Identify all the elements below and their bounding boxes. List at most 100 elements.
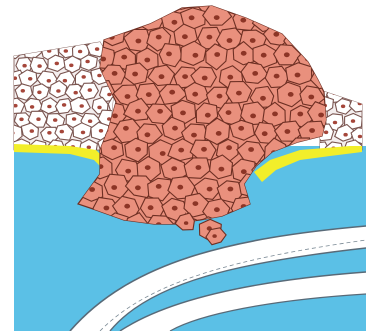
- cell-nucleus: [250, 0, 256, 3]
- cell-nucleus: [145, 132, 151, 137]
- cell-nucleus: [111, 145, 117, 150]
- cell-nucleus: [358, 135, 362, 139]
- cell-nucleus: [81, 131, 85, 135]
- cell-nucleus: [260, 96, 266, 101]
- cell-nucleus: [241, 51, 247, 56]
- cell-nucleus: [273, 32, 279, 37]
- cell-nucleus: [148, 205, 154, 210]
- cell-nucleus: [295, 73, 301, 78]
- cell-nucleus: [284, 52, 290, 57]
- cell-nucleus: [248, 147, 254, 152]
- cell-nucleus: [88, 88, 92, 92]
- cell-nucleus: [318, 113, 324, 118]
- cell-nucleus: [205, 113, 211, 118]
- cell-nucleus: [202, 76, 208, 81]
- cell-nucleus: [214, 52, 220, 57]
- cell-nucleus: [172, 126, 178, 131]
- cell-nucleus: [87, 32, 93, 37]
- cell-nucleus: [55, 62, 59, 66]
- cell-nucleus: [60, 130, 64, 134]
- cell-nucleus: [250, 114, 256, 119]
- cell-nucleus: [274, 74, 280, 79]
- cell-nucleus: [101, 16, 107, 21]
- cell-nucleus: [324, 131, 328, 135]
- cell-nucleus: [217, 94, 223, 99]
- tumor-cell: [307, 0, 333, 13]
- cell-nucleus: [99, 129, 103, 133]
- cell-nucleus: [30, 129, 34, 133]
- cell-nucleus: [37, 91, 41, 95]
- cell-nucleus: [196, 165, 202, 170]
- tumor-cell: [278, 5, 301, 28]
- cell-nucleus: [216, 131, 222, 136]
- cell-nucleus: [285, 129, 291, 134]
- cell-nucleus: [212, 234, 216, 238]
- cell-nucleus: [29, 48, 33, 52]
- cell-nucleus: [238, 126, 244, 131]
- cell-nucleus: [317, 1, 323, 6]
- cell-nucleus: [177, 185, 183, 190]
- cell-nucleus: [36, 117, 40, 121]
- tumor-cell: [286, 63, 312, 85]
- cell-nucleus: [228, 187, 234, 192]
- cell-nucleus: [95, 47, 99, 51]
- cell-nucleus: [47, 131, 51, 135]
- cell-nucleus: [21, 89, 25, 93]
- cell-nucleus: [104, 206, 110, 211]
- cell-nucleus: [191, 133, 197, 138]
- cell-nucleus: [294, 1, 300, 6]
- cell-nucleus: [126, 13, 132, 18]
- cell-nucleus: [351, 119, 355, 123]
- cell-nucleus: [250, 38, 256, 43]
- cell-nucleus: [85, 60, 89, 64]
- cell-nucleus: [135, 185, 141, 190]
- cell-nucleus: [201, 147, 207, 152]
- cell-nucleus: [320, 36, 326, 41]
- tumor-cell: [312, 28, 335, 52]
- tumor-cell: [104, 0, 126, 15]
- cell-nucleus: [37, 64, 41, 68]
- cell-nucleus: [87, 146, 91, 150]
- cell-nucleus: [62, 103, 66, 107]
- cell-nucleus: [112, 114, 118, 119]
- cell-nucleus: [274, 1, 280, 6]
- cell-nucleus: [19, 118, 23, 122]
- cell-nucleus: [132, 72, 138, 77]
- tumor-cell: [286, 0, 308, 13]
- cell-nucleus: [226, 145, 232, 150]
- cell-nucleus: [134, 0, 140, 4]
- cell-nucleus: [261, 53, 267, 58]
- cell-nucleus: [135, 109, 141, 114]
- cell-nucleus: [297, 112, 303, 117]
- cell-nucleus: [184, 221, 188, 225]
- cell-nucleus: [295, 40, 301, 45]
- cell-nucleus: [121, 55, 127, 60]
- cell-nucleus: [125, 169, 131, 174]
- cell-nucleus: [178, 148, 184, 153]
- cell-nucleus: [160, 151, 166, 156]
- cell-nucleus: [193, 53, 199, 58]
- cell-nucleus: [72, 117, 76, 121]
- cell-nucleus: [74, 91, 78, 95]
- cell-nucleus: [350, 89, 354, 93]
- cell-nucleus: [159, 74, 165, 79]
- cell-nucleus: [182, 74, 188, 79]
- cell-nucleus: [261, 17, 267, 22]
- cell-nucleus: [219, 167, 225, 172]
- cell-nucleus: [240, 18, 246, 23]
- cell-nucleus: [180, 111, 186, 116]
- cell-nucleus: [308, 95, 314, 100]
- cell-nucleus: [262, 131, 268, 136]
- cell-nucleus: [56, 89, 60, 93]
- cell-nucleus: [192, 92, 198, 97]
- cell-nucleus: [69, 64, 73, 68]
- tumor-cell: [265, 0, 289, 15]
- cell-nucleus: [157, 109, 163, 114]
- cell-nucleus: [236, 91, 242, 96]
- tumor-cell: [89, 8, 116, 28]
- tumor-cell: [126, 0, 149, 13]
- tumor-cell: [78, 0, 103, 10]
- cell-nucleus: [227, 75, 233, 80]
- tumor-cell: [297, 9, 321, 30]
